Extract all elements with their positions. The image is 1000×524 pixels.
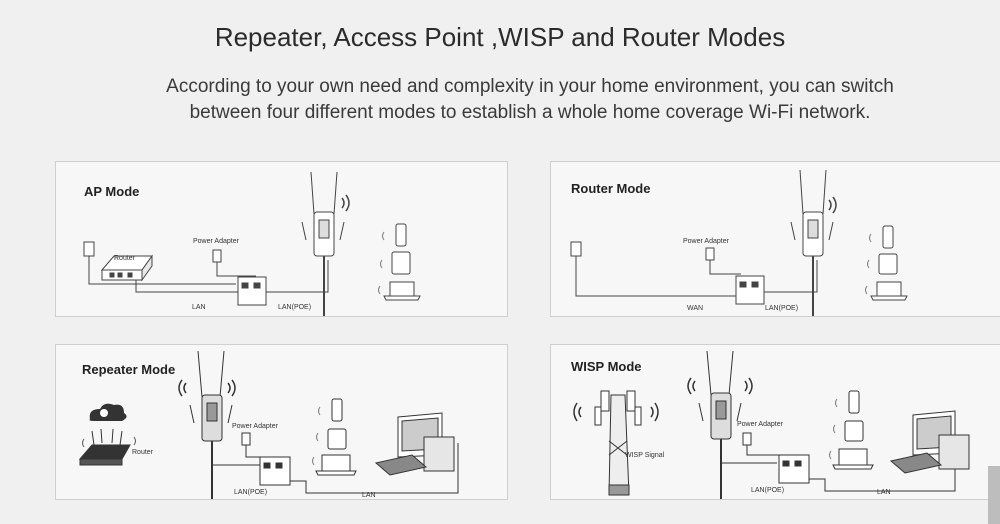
repeater-mode-title: Repeater Mode [82, 362, 176, 377]
repeater-mode-panel: Repeater Mode Router Power Adapter LAN(P… [55, 344, 508, 500]
phone-icon [882, 225, 894, 249]
laptop-icon [315, 454, 357, 476]
laptop-icon [383, 281, 421, 301]
cell-tower-icon [594, 390, 642, 496]
wifi-icon [828, 196, 837, 214]
poe-injector-icon [735, 275, 765, 305]
wifi-icon [341, 194, 350, 212]
ap-antenna-icon [189, 350, 233, 499]
wisp-mode-title: WISP Mode [571, 359, 642, 374]
laptop-icon [832, 448, 874, 470]
poe-injector-icon [778, 454, 810, 484]
wall-plug-icon [570, 241, 736, 297]
tablet-icon [327, 428, 347, 450]
ap-router-label: Router [114, 255, 136, 262]
cloud-icon [89, 403, 127, 421]
ap-antenna-icon [698, 350, 742, 499]
router-lan-poe-label: LAN(POE) [765, 305, 799, 312]
wisp-lan-label: LAN [877, 489, 891, 496]
ap-power-adapter-label: Power Adapter [193, 238, 239, 245]
router-mode-panel: Router Mode Power Adapter WAN LAN(POE) [550, 161, 1000, 317]
desktop-computer-icon [889, 410, 970, 474]
laptop-icon [870, 281, 908, 301]
poe-injector-icon [237, 276, 267, 306]
router-power-adapter-label: Power Adapter [683, 238, 729, 245]
page-title: Repeater, Access Point ,WISP and Router … [214, 22, 786, 52]
wisp-power-adapter-label: Power Adapter [737, 421, 783, 428]
scrollbar[interactable] [988, 466, 1000, 524]
tablet-icon [844, 420, 864, 442]
power-adapter-icon [705, 247, 741, 275]
ap-mode-panel: AP Mode Router Power Adapter LAN LAN(POE… [55, 161, 508, 317]
ap-mode-title: AP Mode [84, 184, 140, 199]
power-adapter-icon [241, 432, 270, 458]
router-icon [78, 428, 131, 466]
wisp-signal-label: WISP Signal [625, 452, 665, 459]
power-adapter-icon [212, 249, 256, 277]
ap-antenna-icon [301, 171, 345, 316]
repeater-router-label: Router [132, 449, 154, 456]
repeater-lan-poe-label: LAN(POE) [234, 489, 268, 496]
phone-icon [331, 398, 343, 422]
router-icon [100, 254, 153, 282]
wifi-icon [178, 379, 236, 397]
wisp-lan-poe-label: LAN(POE) [751, 487, 785, 494]
phone-icon [848, 390, 860, 414]
ap-lan-poe-label: LAN(POE) [278, 304, 312, 311]
ap-antenna-icon [790, 169, 834, 316]
phone-icon [395, 223, 407, 247]
tablet-icon [391, 251, 411, 275]
ap-lan-label: LAN [192, 304, 206, 311]
poe-injector-icon [259, 456, 291, 486]
desktop-computer-icon [374, 412, 455, 476]
router-mode-title: Router Mode [571, 181, 651, 196]
router-wan-label: WAN [687, 305, 704, 312]
power-adapter-icon [742, 432, 789, 456]
wisp-mode-panel: WISP Mode WISP Signal Power Adapter LAN(… [550, 344, 1000, 500]
repeater-lan-label: LAN [362, 492, 376, 499]
wall-plug-icon [83, 241, 236, 285]
repeater-power-adapter-label: Power Adapter [232, 423, 278, 430]
tablet-icon [878, 253, 898, 275]
wifi-icon [573, 402, 659, 422]
page-description: According to your own need and complexit… [166, 76, 894, 123]
